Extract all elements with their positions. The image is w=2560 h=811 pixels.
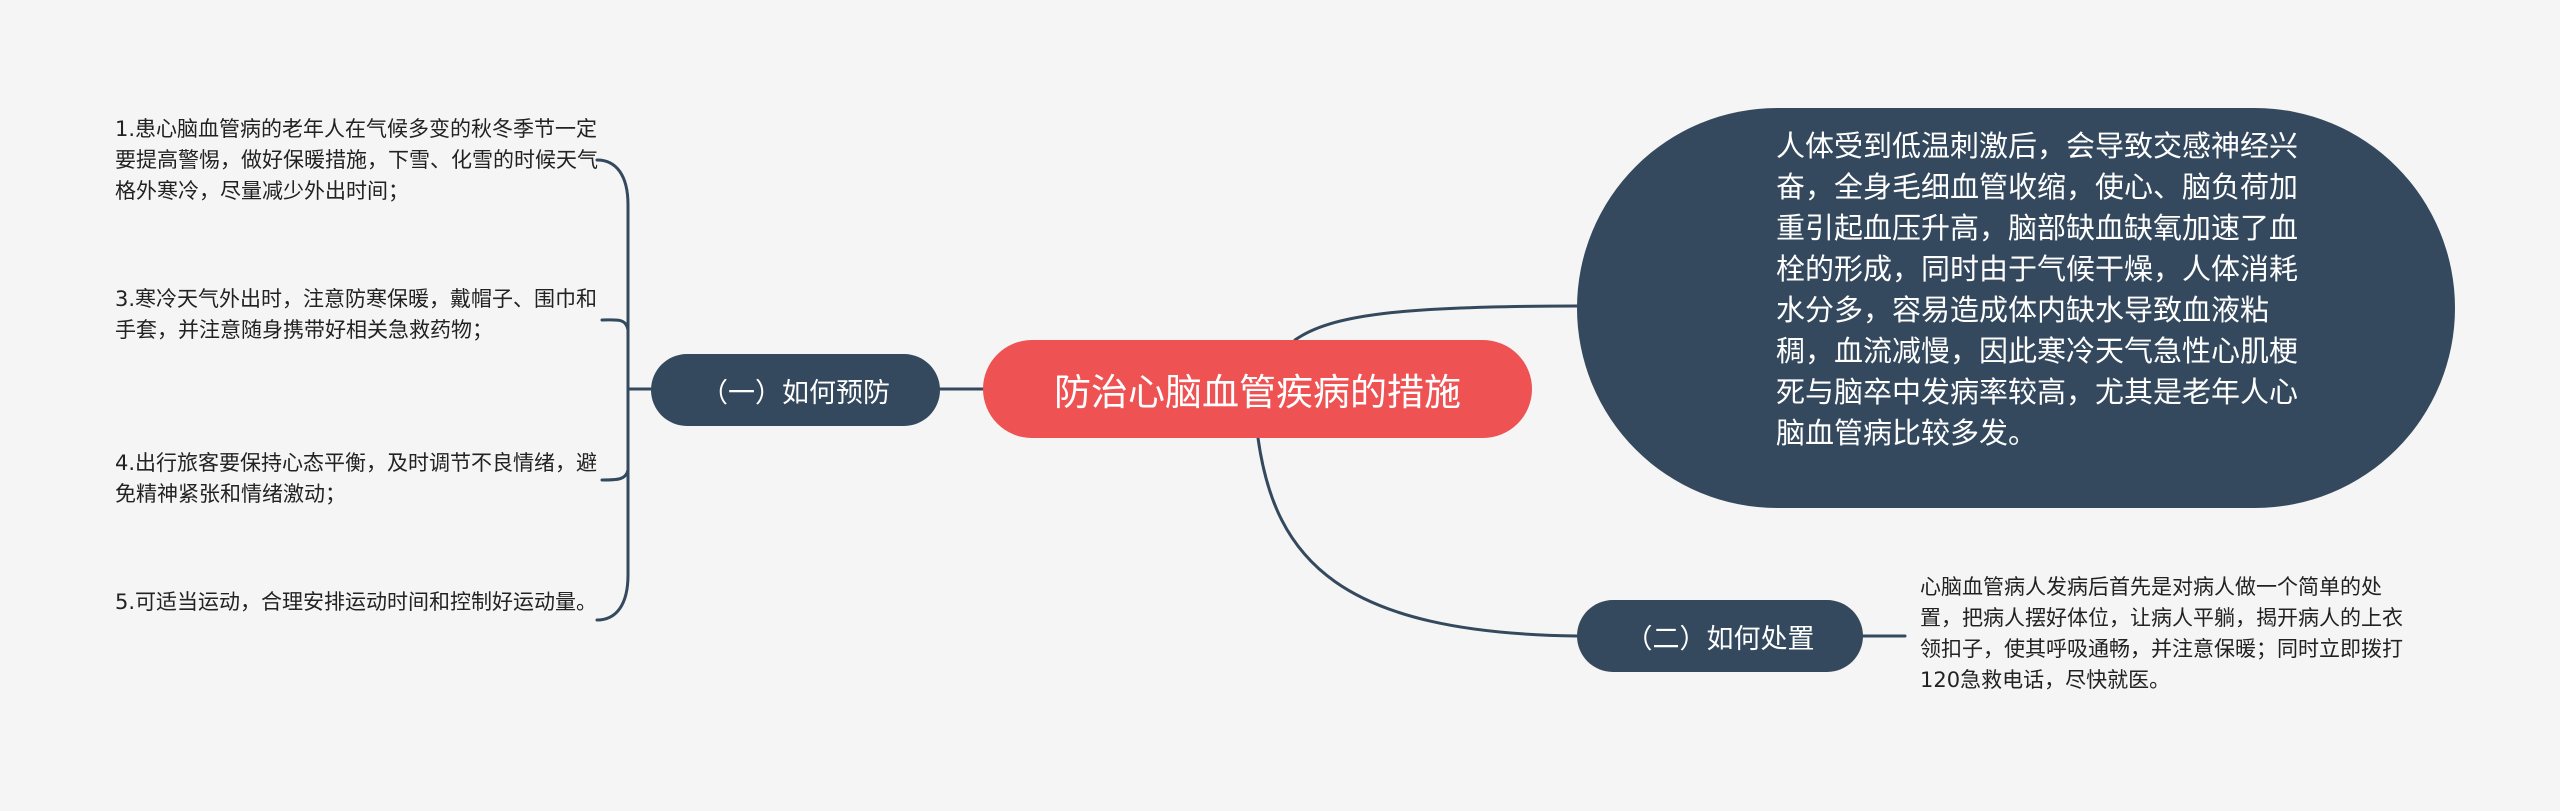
link-center-intro (1293, 304, 1579, 342)
branch-treatment-label: （二）如何处置 (1625, 623, 1815, 655)
branch-treatment[interactable]: （二）如何处置 (1577, 600, 1863, 672)
bracket-tick-3 (600, 318, 630, 332)
link-center-treatment (1256, 436, 1579, 638)
intro-text: 人体受到低温刺激后，会导致交感神经兴奋，全身毛细血管收缩，使心、脑负荷加重引起血… (1776, 129, 2299, 450)
intro-bubble[interactable]: 人体受到低温刺激后，会导致交感神经兴奋，全身毛细血管收缩，使心、脑负荷加重引起血… (1577, 108, 2455, 508)
prevention-bracket (595, 158, 630, 622)
prevention-item-3: 3.寒冷天气外出时，注意防寒保暖，戴帽子、围巾和手套，并注意随身携带好相关急救药… (115, 287, 598, 342)
bracket-tick-4 (600, 468, 630, 482)
center-topic[interactable]: 防治心脑血管疾病的措施 (983, 340, 1532, 438)
branch-prevention[interactable]: （一）如何预防 (651, 354, 940, 426)
center-topic-label: 防治心脑血管疾病的措施 (1054, 371, 1461, 414)
prevention-item-1: 1.患心脑血管病的老年人在气候多变的秋冬季节一定要提高警惕，做好保暖措施，下雪、… (115, 117, 598, 203)
treatment-item-1: 心脑血管病人发病后首先是对病人做一个简单的处置，把病人摆好体位，让病人平躺，揭开… (1920, 575, 2403, 692)
branch-prevention-label: （一）如何预防 (701, 377, 890, 409)
prevention-item-5: 5.可适当运动，合理安排运动时间和控制好运动量。 (115, 590, 598, 614)
prevention-item-4: 4.出行旅客要保持心态平衡，及时调节不良情绪，避免精神紧张和情绪激动； (115, 451, 598, 506)
